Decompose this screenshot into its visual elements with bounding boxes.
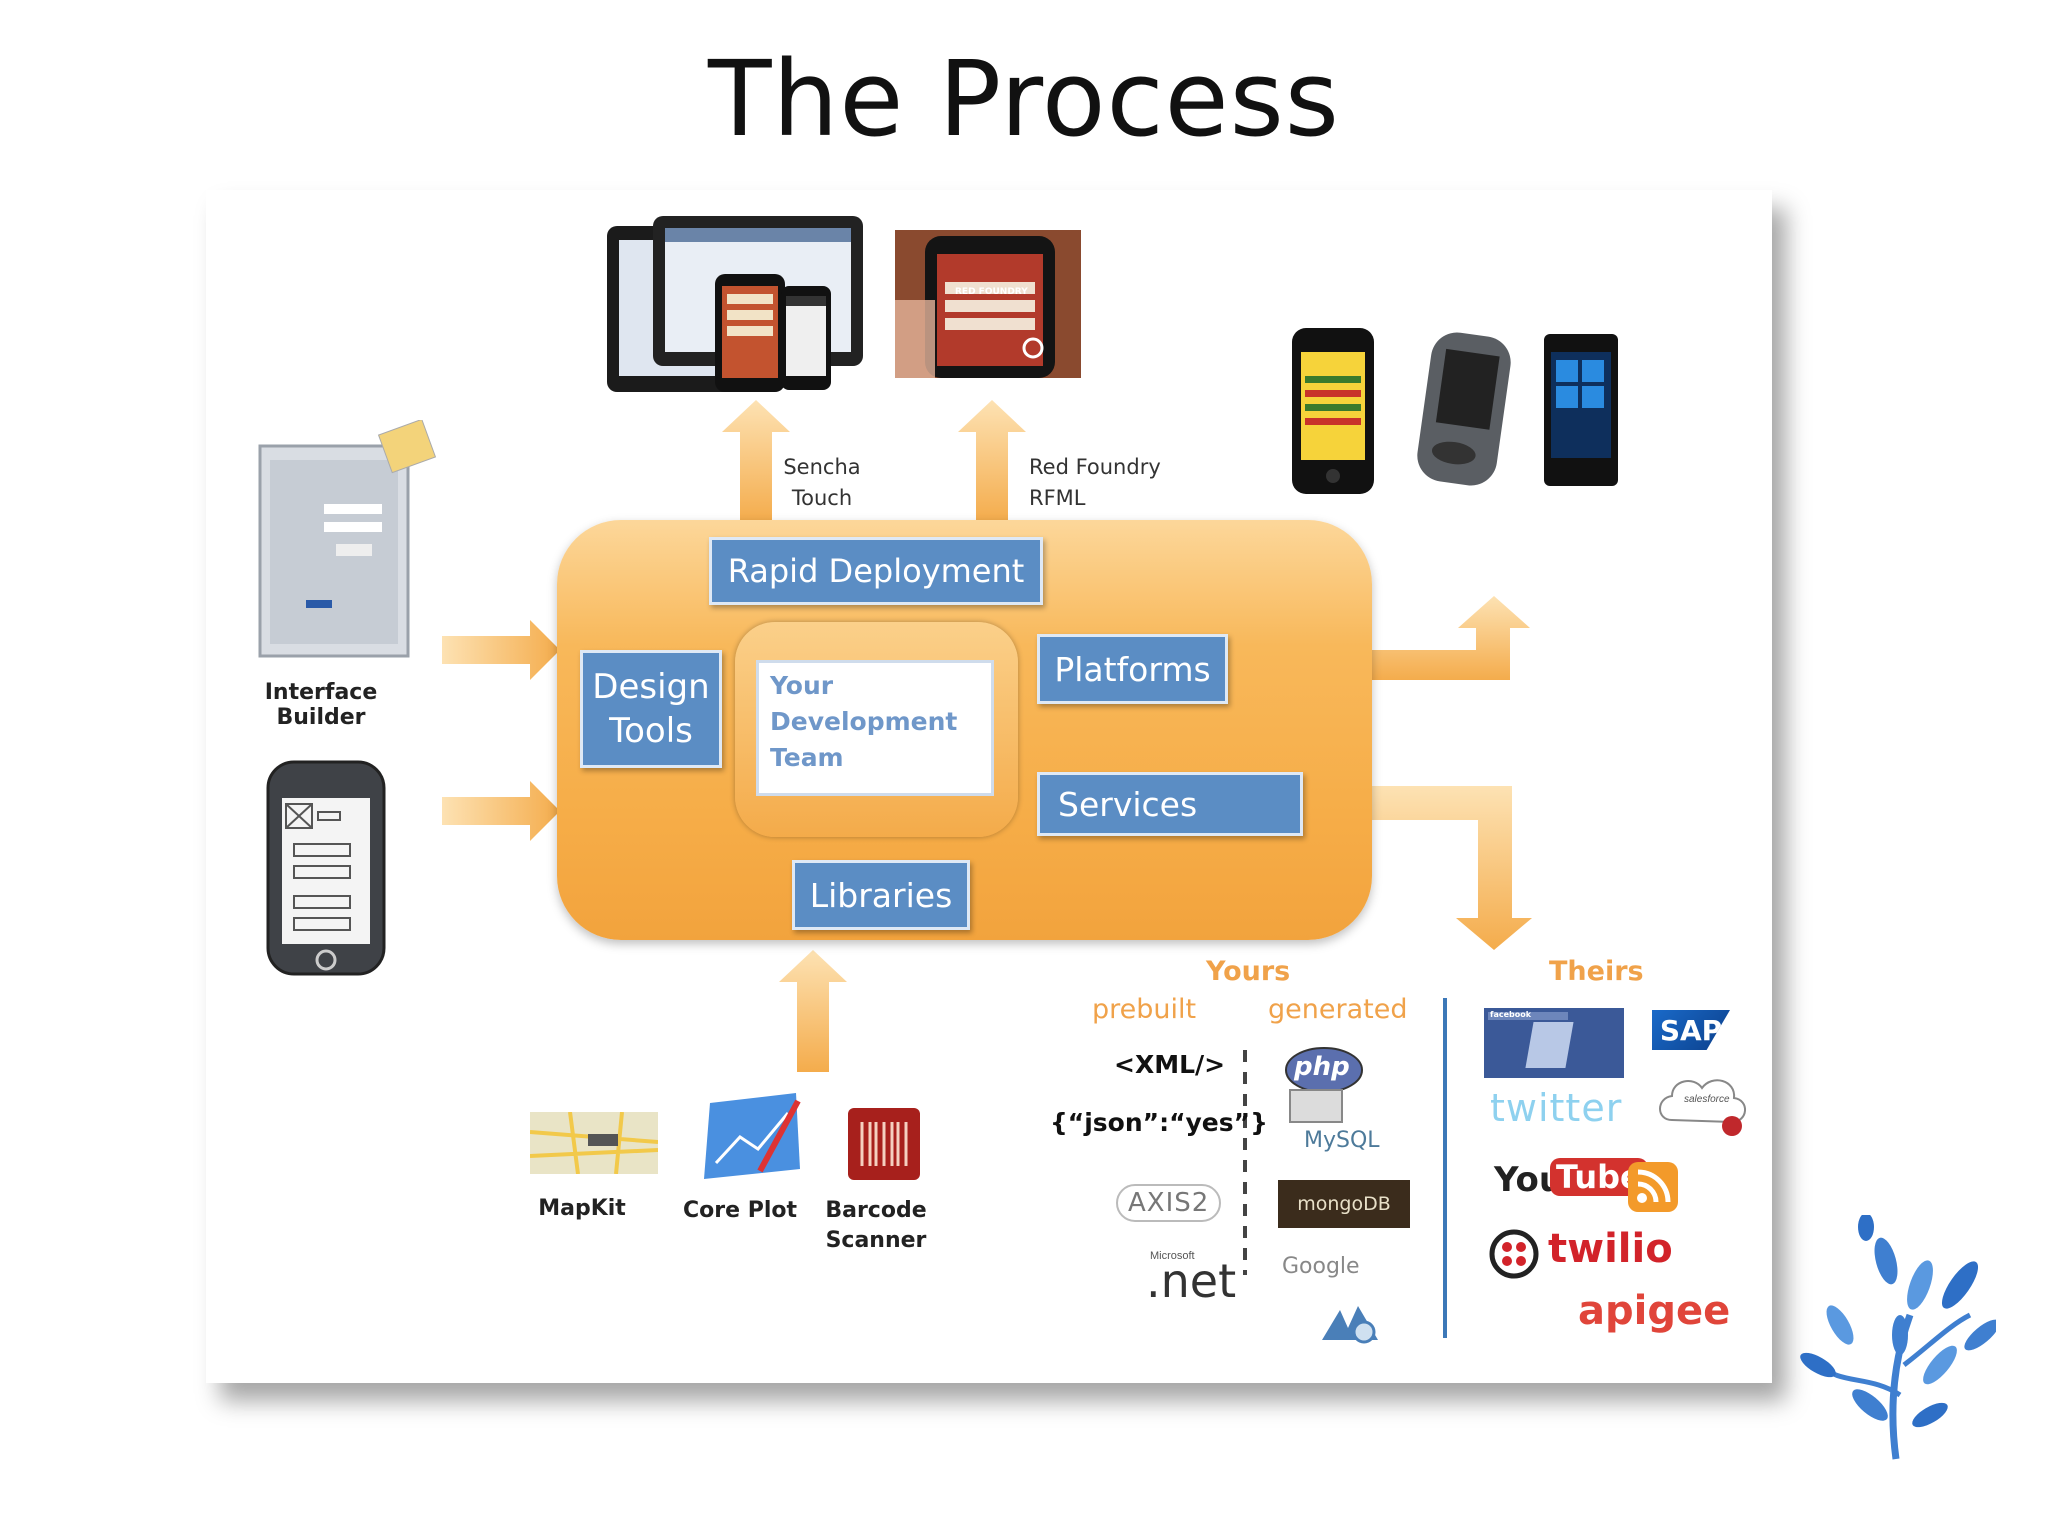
interface-builder-image [256, 420, 444, 660]
barcode-scanner-label: Barcode Scanner [825, 1198, 927, 1253]
theirs-heading: Theirs [1549, 956, 1644, 987]
facebook-app-image [1484, 1008, 1624, 1078]
json-label: {“json”:“yes”} [1050, 1108, 1268, 1137]
tablet-devices-image [605, 214, 863, 394]
wireframe-phone-image [262, 758, 392, 978]
rss-image [1628, 1162, 1678, 1212]
slide-title: The Process [707, 38, 1340, 160]
arrow-icon [442, 781, 560, 841]
php-image [1282, 1046, 1364, 1126]
microsoft-label: Microsoft [1150, 1250, 1195, 1262]
twilio-logo: twilio [1548, 1226, 1673, 1272]
rapid-deployment-box: Rapid Deployment [709, 537, 1043, 605]
generated-heading: generated [1268, 994, 1408, 1025]
apigee-logo: apigee [1578, 1288, 1731, 1334]
chart-icon [704, 1093, 801, 1179]
core-plot-image [700, 1093, 806, 1179]
arrow-icon [442, 620, 560, 680]
team-label: Your Development Team [770, 671, 958, 772]
sencha-touch-label: Sencha Touch [783, 455, 861, 510]
yours-heading: Yours [1206, 956, 1291, 987]
platform-devices-image [1288, 326, 1634, 496]
salesforce-image [1654, 1068, 1750, 1140]
arrow-icon [779, 950, 847, 1072]
cloud-icon [1659, 1079, 1746, 1136]
interface-builder-icon [258, 420, 437, 658]
mysql-logo: MySQL [1304, 1128, 1380, 1153]
twilio-icon [1489, 1229, 1539, 1279]
dotnet-logo: .net [1146, 1254, 1237, 1308]
youtube-tube: Tube [1550, 1158, 1648, 1196]
phone-icon [895, 230, 1081, 378]
salesforce-logo: salesforce [1684, 1094, 1730, 1105]
php-server-icon [1285, 1047, 1363, 1123]
barcode-scanner-image [848, 1108, 920, 1180]
core-plot-label: Core Plot [683, 1198, 797, 1223]
red-foundry-label: Red Foundry RFML [1029, 455, 1161, 510]
facebook-logo: facebook [1490, 1010, 1532, 1019]
google-logo: Google [1282, 1254, 1360, 1279]
arrow-icon [722, 400, 790, 522]
tree-logo-icon [1800, 1215, 1996, 1460]
twilio-badge [1488, 1228, 1540, 1280]
mongodb-logo: mongoDB [1278, 1180, 1410, 1228]
app-engine-icon [1322, 1306, 1378, 1344]
platforms-box: Platforms [1037, 634, 1228, 704]
twitter-logo: twitter [1490, 1086, 1623, 1130]
barcode-icon [848, 1108, 920, 1180]
services-box: Services [1037, 772, 1303, 836]
arrow-icon [1340, 596, 1530, 680]
prebuilt-heading: prebuilt [1092, 994, 1197, 1025]
team-box [756, 660, 994, 796]
tree-logo [1800, 1215, 1996, 1465]
interface-builder-label: Interface Builder [264, 680, 378, 730]
arrow-icon [958, 400, 1026, 522]
design-tools-box: Design Tools [580, 650, 722, 768]
phone-icon [266, 760, 386, 976]
rss-icon [1628, 1162, 1678, 1212]
red-foundry-logo: RED FOUNDRY [955, 287, 1028, 297]
php-logo: php [1294, 1052, 1350, 1082]
libraries-box: Libraries [792, 860, 970, 930]
mapkit-label: MapKit [538, 1196, 626, 1221]
mapkit-image [530, 1112, 658, 1174]
arrow-icon [1340, 786, 1532, 950]
red-foundry-phone-image [895, 230, 1081, 378]
app-engine-image [1318, 1300, 1382, 1346]
facebook-icon [1488, 1012, 1574, 1068]
phone-icon [1292, 328, 1618, 494]
tablet-icon [607, 216, 863, 392]
axis2-logo: AXIS2 [1116, 1184, 1222, 1222]
xml-label: <XML/> [1114, 1050, 1226, 1079]
map-icon [530, 1112, 658, 1174]
